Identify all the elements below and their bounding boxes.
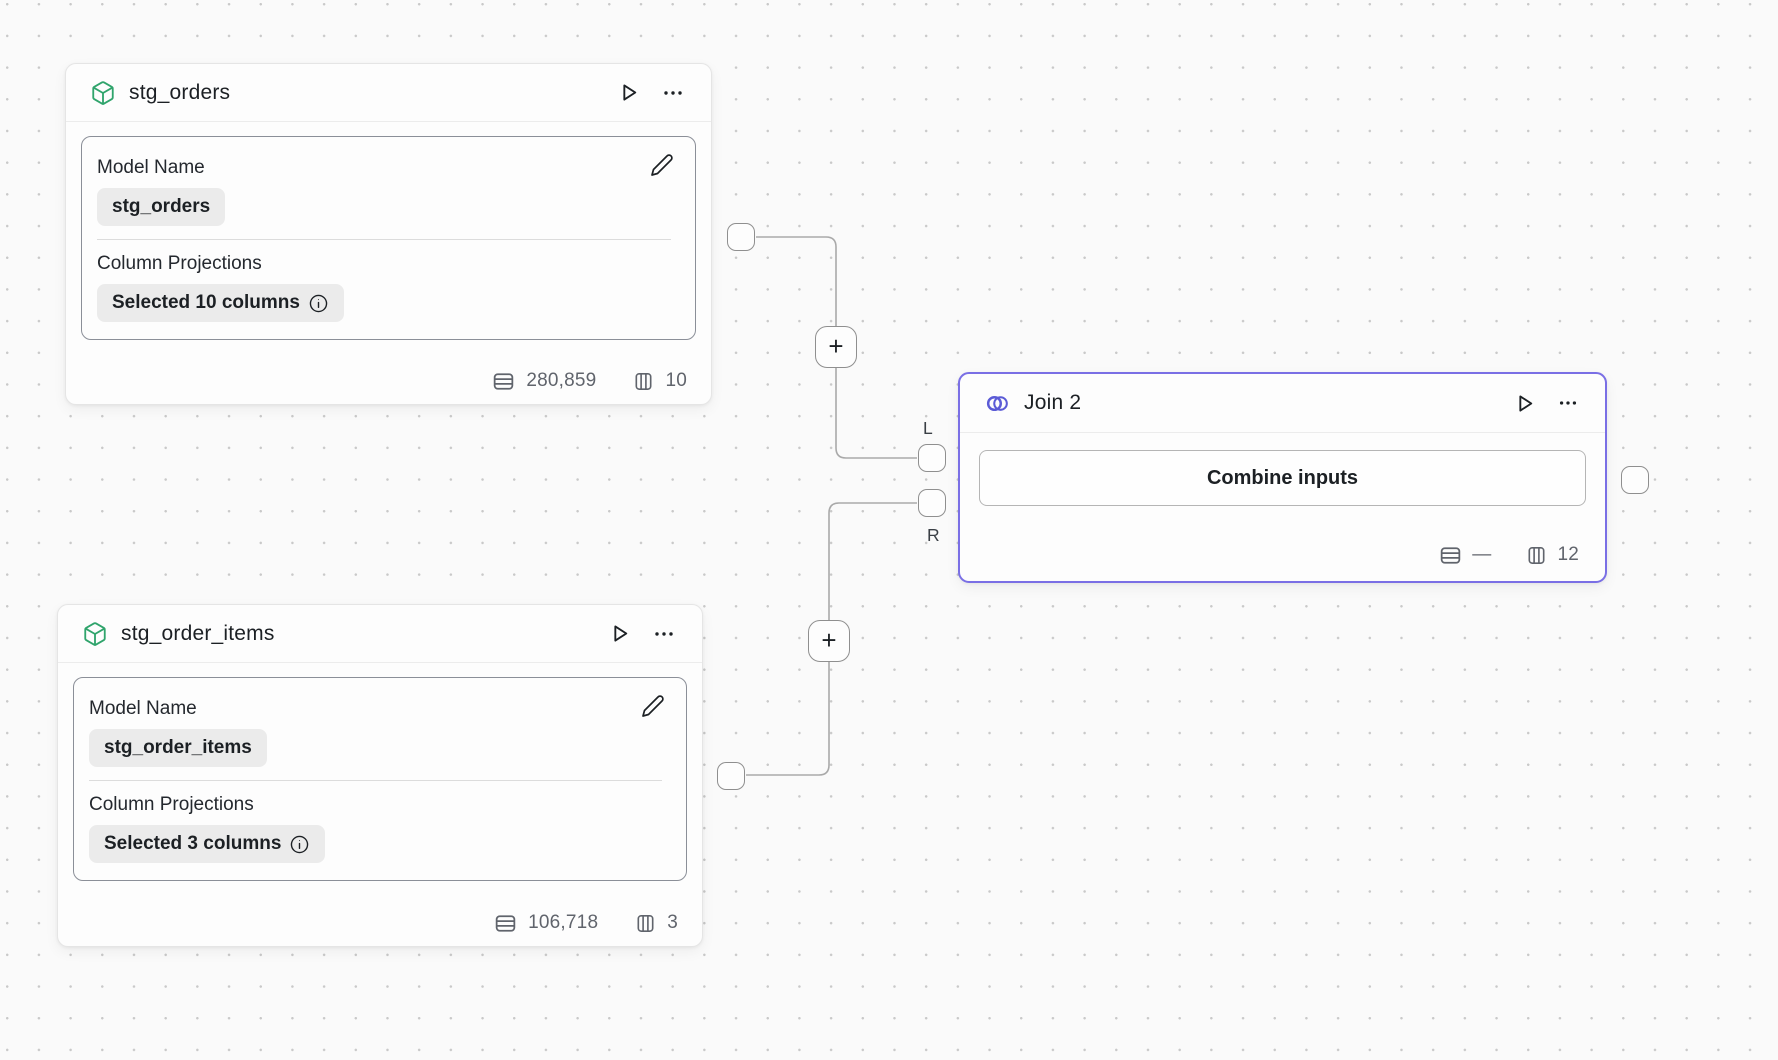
info-icon[interactable]	[289, 834, 310, 855]
join-venn-icon	[984, 390, 1011, 417]
row-count-icon	[491, 369, 516, 394]
model-name-value-pill: stg_orders	[97, 188, 226, 226]
port-join-output[interactable]	[1621, 466, 1649, 494]
plus-icon: +	[828, 331, 844, 361]
port-stg-orders-output[interactable]	[727, 223, 755, 251]
node-join-2-header: Join 2	[960, 374, 1605, 433]
column-count-icon	[1525, 544, 1548, 567]
column-count-value: 12	[1557, 544, 1579, 565]
port-join-right-input[interactable]	[918, 489, 946, 517]
run-node-button[interactable]	[1512, 391, 1537, 416]
column-count-value: 3	[667, 912, 678, 933]
play-icon	[616, 80, 641, 105]
model-name-value: stg_order_items	[104, 737, 252, 758]
column-count-icon	[632, 370, 655, 393]
node-stg-orders-footer: 280,859 10	[66, 358, 711, 404]
node-menu-button[interactable]	[652, 622, 676, 646]
model-name-value-pill: stg_order_items	[89, 729, 267, 767]
row-count-value: 280,859	[526, 370, 597, 391]
add-node-on-edge-bottom-button[interactable]: +	[808, 620, 850, 662]
model-name-label: Model Name	[97, 157, 205, 178]
column-projections-label: Column Projections	[97, 253, 262, 274]
edit-model-name-button[interactable]	[650, 153, 674, 177]
pencil-icon	[650, 153, 674, 177]
card-divider	[89, 780, 662, 781]
node-menu-button[interactable]	[1557, 392, 1579, 414]
play-icon	[1512, 391, 1537, 416]
play-icon	[607, 621, 632, 646]
run-node-button[interactable]	[607, 621, 632, 646]
join-left-port-label: L	[923, 418, 933, 438]
row-count-icon	[493, 911, 518, 936]
model-name-value: stg_orders	[112, 196, 211, 217]
card-divider	[97, 239, 671, 240]
column-projections-pill[interactable]: Selected 10 columns	[97, 284, 344, 322]
pencil-icon	[641, 694, 665, 718]
node-stg-orders[interactable]: stg_orders	[65, 63, 712, 405]
node-title: stg_orders	[129, 80, 231, 104]
node-stg-orders-config-card: Model Name stg_orders Column Projections…	[81, 136, 696, 340]
node-stg-order-items-footer: 106,718 3	[58, 900, 702, 946]
column-projections-label: Column Projections	[89, 794, 254, 815]
plus-icon: +	[821, 625, 837, 655]
node-stg-orders-header: stg_orders	[66, 64, 711, 122]
info-icon[interactable]	[308, 293, 329, 314]
node-title: Join 2	[1024, 391, 1082, 414]
column-projections-value: Selected 10 columns	[112, 292, 300, 313]
ellipsis-icon	[661, 81, 685, 105]
model-cube-icon	[90, 80, 116, 106]
port-stg-order-items-output[interactable]	[717, 762, 745, 790]
node-join-2[interactable]: Join 2 Combine	[958, 372, 1607, 583]
column-count-value: 10	[665, 370, 687, 391]
ellipsis-icon	[652, 622, 676, 646]
node-stg-order-items[interactable]: stg_order_items	[57, 604, 703, 947]
combine-inputs-button[interactable]: Combine inputs	[979, 450, 1586, 506]
node-join-2-footer: — 12	[960, 529, 1605, 581]
add-node-on-edge-top-button[interactable]: +	[815, 326, 857, 368]
ellipsis-icon	[1557, 392, 1579, 414]
node-stg-order-items-config-card: Model Name stg_order_items Column Projec…	[73, 677, 687, 881]
node-stg-order-items-header: stg_order_items	[58, 605, 702, 663]
node-menu-button[interactable]	[661, 81, 685, 105]
run-node-button[interactable]	[616, 80, 641, 105]
model-name-label: Model Name	[89, 698, 197, 719]
port-join-left-input[interactable]	[918, 444, 946, 472]
column-projections-value: Selected 3 columns	[104, 833, 282, 854]
model-cube-icon	[82, 621, 108, 647]
row-count-icon	[1438, 543, 1463, 568]
row-count-value: —	[1472, 544, 1492, 565]
column-projections-pill[interactable]: Selected 3 columns	[89, 825, 326, 863]
edit-model-name-button[interactable]	[641, 694, 665, 718]
node-title: stg_order_items	[121, 621, 275, 645]
row-count-value: 106,718	[528, 912, 599, 933]
join-right-port-label: R	[927, 525, 940, 545]
column-count-icon	[634, 912, 657, 935]
